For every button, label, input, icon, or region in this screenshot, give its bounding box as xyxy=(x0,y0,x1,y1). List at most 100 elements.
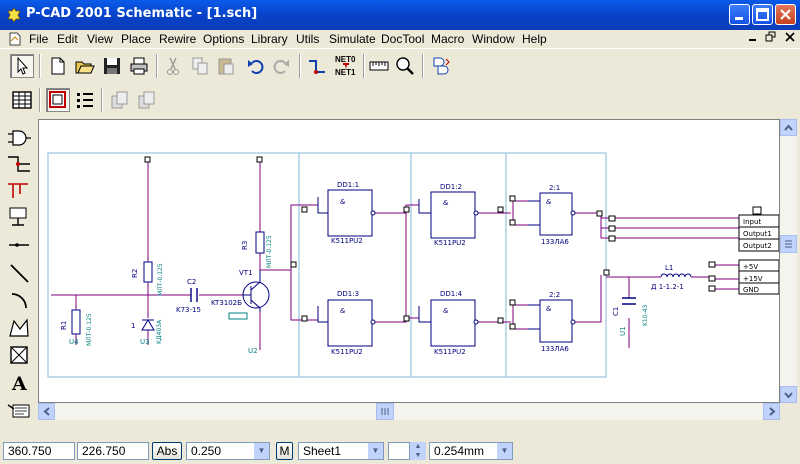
simulate-button[interactable] xyxy=(429,54,453,78)
y-coordinate-field[interactable]: 226.750 xyxy=(77,442,149,460)
resistor-r2[interactable]: R2 МЛТ-0.125 xyxy=(131,261,164,296)
menu-utils[interactable]: Utils xyxy=(296,32,320,46)
place-pin-button[interactable] xyxy=(6,233,32,257)
abs-button[interactable]: Abs xyxy=(152,442,182,460)
resistor-r3[interactable]: R3 МЛТ-0.125 xyxy=(241,231,273,268)
undo-button[interactable] xyxy=(243,54,267,78)
m-button[interactable]: M xyxy=(276,442,293,460)
place-bus-button[interactable] xyxy=(6,178,32,202)
layer-up-button[interactable] xyxy=(108,88,132,112)
menu-window[interactable]: Window xyxy=(472,32,515,46)
part-value: МЛТ-0.125 xyxy=(157,263,164,296)
table-button[interactable] xyxy=(10,88,34,112)
place-polygon-button[interactable] xyxy=(6,316,32,340)
copy-button[interactable] xyxy=(188,54,212,78)
vertical-scroll-thumb[interactable] xyxy=(780,235,797,253)
save-button[interactable] xyxy=(100,54,124,78)
redo-button[interactable] xyxy=(270,54,294,78)
line-width-select[interactable]: 0.254mm ▼ xyxy=(429,442,513,460)
select-tool-button[interactable] xyxy=(10,54,34,78)
layer-down-button[interactable] xyxy=(135,88,159,112)
secondary-toolbar xyxy=(0,86,800,116)
capacitor-c2[interactable]: C2 K73-15 xyxy=(176,278,201,314)
horizontal-scroll-thumb[interactable] xyxy=(376,403,394,420)
close-button[interactable] xyxy=(775,4,796,25)
menu-view[interactable]: View xyxy=(87,32,113,46)
mdi-close-button[interactable] xyxy=(782,31,798,45)
gate-dd1-1[interactable]: & DD1:1 K511PU2 xyxy=(317,181,376,245)
field-box-icon xyxy=(10,346,28,364)
print-button[interactable] xyxy=(127,54,151,78)
menu-place[interactable]: Place xyxy=(121,32,152,46)
ground-u1: U1 xyxy=(619,326,627,336)
attribute-icon xyxy=(7,404,30,418)
menu-rewire[interactable]: Rewire xyxy=(159,32,197,46)
part-ref: 1 xyxy=(131,322,135,330)
menu-options[interactable]: Options xyxy=(203,32,245,46)
place-text-button[interactable]: A xyxy=(6,370,32,395)
horizontal-scrollbar[interactable] xyxy=(38,403,780,420)
spin-up-icon[interactable]: ▲ xyxy=(410,442,426,451)
place-part-button[interactable] xyxy=(6,126,32,150)
place-wire-button[interactable] xyxy=(6,152,32,176)
mdi-restore-button[interactable] xyxy=(763,31,779,45)
new-button[interactable] xyxy=(46,54,70,78)
menu-doctool[interactable]: DocTool xyxy=(381,32,425,46)
inductor-l1[interactable]: L1 Д 1-1.2-1 xyxy=(651,264,692,291)
scroll-down-button[interactable] xyxy=(780,386,797,403)
menu-simulate[interactable]: Simulate xyxy=(329,32,376,46)
place-field-button[interactable] xyxy=(6,343,32,367)
part-value: K73-15 xyxy=(176,306,201,314)
layers-icon xyxy=(111,91,128,109)
menu-edit[interactable]: Edit xyxy=(57,32,78,46)
wire-tool-button[interactable] xyxy=(305,54,329,78)
line-icon xyxy=(10,264,29,283)
place-port-button[interactable] xyxy=(6,204,32,228)
list-button[interactable] xyxy=(73,88,97,112)
place-attribute-button[interactable] xyxy=(6,397,32,421)
spin-control[interactable]: ▲ ▼ xyxy=(410,442,426,460)
cut-button[interactable] xyxy=(161,54,185,78)
toolbar-separator xyxy=(422,54,424,78)
resistor-r1[interactable]: R1 МЛТ-0.125 xyxy=(60,309,93,346)
open-button[interactable] xyxy=(73,54,97,78)
place-arc-button[interactable] xyxy=(6,289,32,313)
sheet-select[interactable]: Sheet1 ▼ xyxy=(298,442,384,460)
place-line-button[interactable] xyxy=(6,261,32,285)
minimize-button[interactable] xyxy=(729,4,750,25)
measure-button[interactable] xyxy=(367,54,391,78)
zoom-button[interactable] xyxy=(393,54,417,78)
transistor-vt1[interactable]: VT1 KT3102Б xyxy=(211,269,270,320)
vertical-scrollbar[interactable] xyxy=(780,119,797,403)
gate-2-1[interactable]: & 2:1 133ЛА6 xyxy=(528,184,576,246)
gate-dd1-3[interactable]: & DD1:3 K511PU2 xyxy=(317,290,376,356)
toolbar-separator xyxy=(299,54,301,78)
diode-vd1[interactable]: 1 KД403А xyxy=(131,319,163,344)
scroll-up-button[interactable] xyxy=(780,119,797,136)
schematic-canvas[interactable]: & DD1:1 K511PU2 & DD1:2 K511PU2 & DD1:3 … xyxy=(38,119,780,403)
gate-ref: 2:2 xyxy=(549,291,560,299)
menu-library[interactable]: Library xyxy=(251,32,288,46)
capacitor-c1[interactable]: C1 K10-43 xyxy=(612,297,649,326)
scroll-left-button[interactable] xyxy=(38,403,55,420)
menu-macro[interactable]: Macro xyxy=(431,32,465,46)
menu-file[interactable]: File xyxy=(29,32,49,46)
grid-select[interactable]: 0.250 ▼ xyxy=(186,442,270,460)
x-coordinate-field[interactable]: 360.750 xyxy=(3,442,75,460)
scroll-right-button[interactable] xyxy=(763,403,780,420)
gate-2-2[interactable]: & 2:2 133ЛА6 xyxy=(528,291,576,353)
color-field[interactable] xyxy=(388,442,410,460)
net-rename-button[interactable]: NET0 NET1 xyxy=(332,54,360,78)
dropdown-arrow-icon: ▼ xyxy=(254,443,269,459)
mdi-minimize-button[interactable] xyxy=(745,31,761,45)
gate-dd1-2[interactable]: & DD1:2 K511PU2 xyxy=(418,183,479,247)
gate-dd1-4[interactable]: & DD1:4 K511PU2 xyxy=(418,290,479,356)
sheet-border-button[interactable] xyxy=(46,88,70,112)
paste-button[interactable] xyxy=(214,54,238,78)
pin-icon xyxy=(9,243,29,247)
maximize-button[interactable] xyxy=(752,4,773,25)
part-ref: R3 xyxy=(241,241,249,250)
connector-block[interactable]: Input Output1 Output2 +5V +15V GND xyxy=(738,206,780,295)
menu-help[interactable]: Help xyxy=(522,32,547,46)
spin-down-icon[interactable]: ▼ xyxy=(410,451,426,460)
